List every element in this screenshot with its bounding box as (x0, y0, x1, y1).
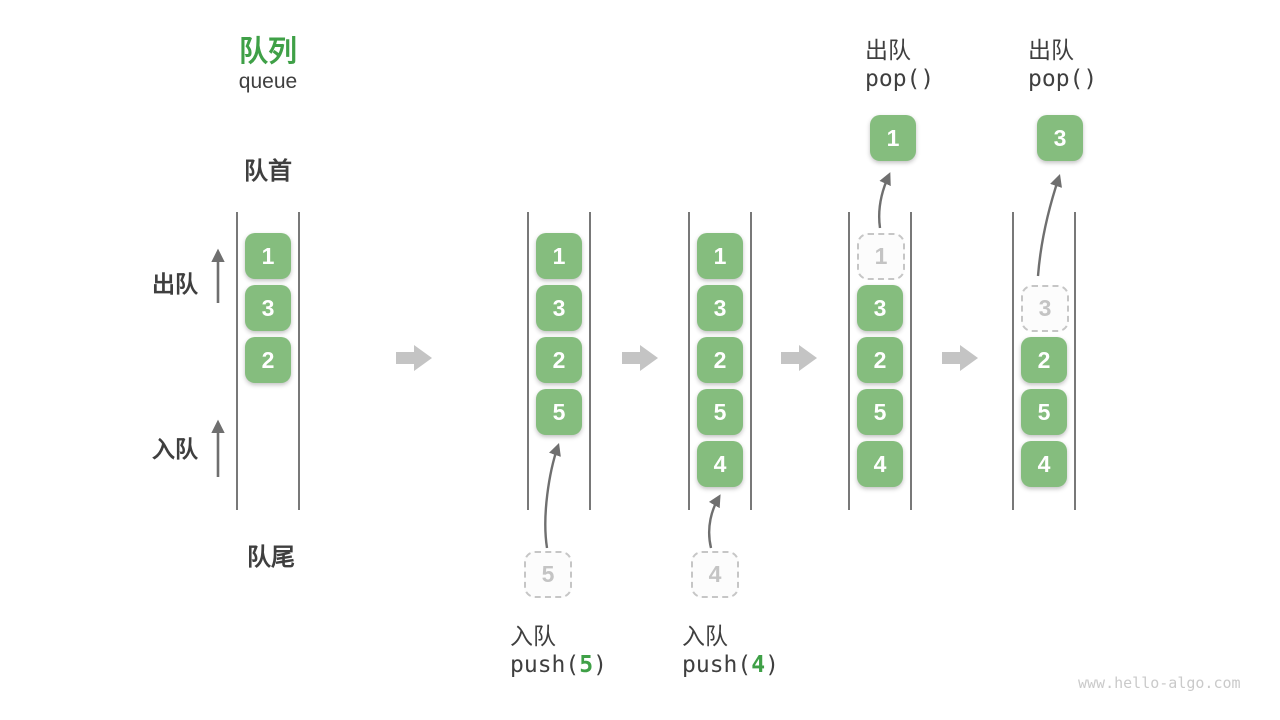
queue-item: 1 (245, 233, 291, 279)
queue-walls (236, 212, 1076, 510)
operation-arrows (544, 172, 1062, 549)
dequeue-op-label-2: 出队 (1028, 37, 1074, 63)
transition-arrow-4 (942, 345, 978, 371)
queue-item: 3 (857, 285, 903, 331)
queue-item: 3 (536, 285, 582, 331)
queue-item: 2 (697, 337, 743, 383)
queue-item: 5 (697, 389, 743, 435)
dequeue-arrow-pop-1 (878, 172, 891, 229)
enqueue-arrow-push-5 (544, 443, 561, 549)
dequeue-op-code-1: pop() (865, 66, 935, 92)
queue-item: 2 (245, 337, 291, 383)
transition-arrows (396, 345, 978, 371)
queue-item: 3 (697, 285, 743, 331)
code-arg: 5 (579, 652, 594, 678)
enqueue-op-code-1: push(5) (510, 652, 607, 678)
transition-arrow-2 (622, 345, 658, 371)
enqueue-op-label-1: 入队 (510, 623, 556, 649)
queue-front-label: 队首 (244, 158, 292, 185)
queue-item: 1 (697, 233, 743, 279)
queue-item: 2 (857, 337, 903, 383)
diagram-title-zh: 队列 (238, 36, 298, 68)
dequeue-arrow-pop-3 (1036, 174, 1062, 277)
code-pre: push( (682, 652, 752, 678)
code-pre: push( (510, 652, 580, 678)
queue-item: 2 (1021, 337, 1067, 383)
code-post: ) (593, 652, 607, 678)
transition-arrow-1 (396, 345, 432, 371)
queue-item-ghost: 1 (857, 233, 905, 280)
queue-item: 2 (536, 337, 582, 383)
diagram-title-en: queue (238, 70, 298, 93)
popped-item: 1 (870, 115, 916, 161)
pending-item: 5 (524, 551, 572, 598)
enqueue-arrow-push-4 (707, 494, 721, 549)
dequeue-op-code-2: pop() (1028, 66, 1098, 92)
queue-item: 5 (536, 389, 582, 435)
code-arg: 4 (751, 652, 766, 678)
code-post: ) (765, 652, 779, 678)
transition-arrow-3 (781, 345, 817, 371)
enqueue-op-label-2: 入队 (682, 623, 728, 649)
queue-item: 1 (536, 233, 582, 279)
queue-item: 5 (1021, 389, 1067, 435)
enqueue-op-code-2: push(4) (682, 652, 779, 678)
queue-item: 5 (857, 389, 903, 435)
popped-item: 3 (1037, 115, 1083, 161)
watermark: www.hello-algo.com (1078, 674, 1241, 692)
dequeue-op-label-1: 出队 (865, 37, 911, 63)
queue-item: 4 (857, 441, 903, 487)
queue-item: 3 (245, 285, 291, 331)
queue-item: 4 (697, 441, 743, 487)
pending-item: 4 (691, 551, 739, 598)
dequeue-side-label: 出队 (152, 271, 198, 297)
queue-rear-label: 队尾 (247, 544, 295, 571)
queue-item-ghost: 3 (1021, 285, 1069, 332)
enqueue-side-label: 入队 (152, 436, 198, 462)
queue-item: 4 (1021, 441, 1067, 487)
